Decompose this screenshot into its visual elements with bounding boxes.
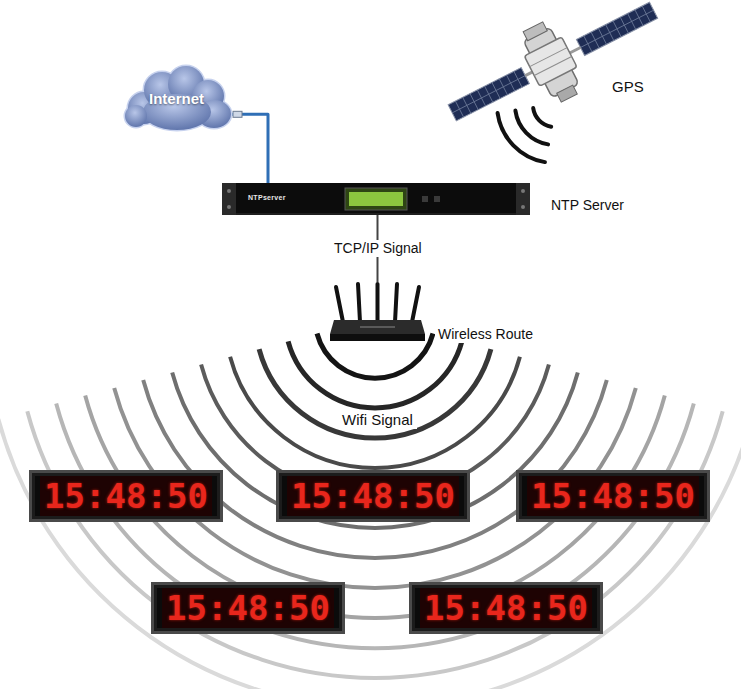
wifi-arc: [56, 403, 694, 648]
rect-shape: [360, 326, 395, 328]
rect-shape: [557, 85, 578, 102]
line-shape: [452, 76, 525, 113]
circle-shape: [521, 205, 525, 209]
digital-clock: 15:48:50: [276, 470, 470, 522]
clock-time: 15:48:50: [162, 588, 334, 629]
gps-wave: [515, 111, 548, 145]
cable-plug: [233, 111, 242, 117]
line-shape: [236, 214, 516, 215]
rect-shape: [516, 183, 530, 215]
line-shape: [534, 56, 571, 75]
rect-shape: [349, 192, 403, 206]
rect-shape: [222, 183, 236, 215]
ntp-server: NTPserverNTP Server: [222, 183, 530, 215]
wifi-arc: [259, 349, 491, 438]
rect-shape: [345, 188, 407, 210]
wifi-arc: [230, 357, 520, 468]
clock-time: 15:48:50: [40, 476, 212, 517]
g-shape: [336, 284, 419, 322]
wifi-arc: [143, 380, 607, 558]
digital-clock: 15:48:50: [409, 582, 603, 634]
cloud-label: Internet: [149, 90, 204, 108]
rect-shape: [448, 68, 529, 121]
rect-shape: [523, 22, 547, 41]
cloud-outline: [125, 66, 231, 130]
line-shape: [395, 284, 397, 322]
rect-shape: [222, 183, 530, 215]
circle-shape: [521, 189, 525, 193]
line-shape: [581, 10, 654, 47]
circle-shape: [125, 105, 147, 127]
rect-shape: [422, 196, 428, 202]
cloud-fill: [125, 66, 231, 130]
circle-shape: [227, 189, 231, 193]
path-shape: [330, 320, 425, 334]
digital-clock: 15:48:50: [516, 470, 710, 522]
server-label: NTP Server: [548, 197, 627, 214]
line-shape: [530, 48, 567, 67]
network-cable: [232, 114, 268, 183]
rect-shape: [576, 2, 657, 55]
router-drawing: [330, 282, 425, 344]
line-shape: [336, 287, 343, 322]
wifi-arc: [317, 334, 433, 379]
wireless-router: Wireless Route: [330, 282, 425, 344]
rect-shape: [524, 37, 577, 86]
clock-time: 15:48:50: [527, 476, 699, 517]
circle-shape: [227, 205, 231, 209]
digital-clock: 15:48:50: [29, 470, 223, 522]
line-shape: [412, 287, 419, 322]
internet-cloud: Internet: [122, 64, 232, 132]
wifi-arc: [288, 341, 462, 408]
wifi-arc: [0, 419, 741, 689]
clock-time: 15:48:50: [287, 476, 459, 517]
rect-shape: [330, 334, 425, 341]
gps-label: GPS: [610, 78, 646, 96]
rect-shape: [434, 196, 440, 202]
clock-time: 15:48:50: [420, 588, 592, 629]
wifi-arc: [27, 411, 722, 678]
circle-shape: [125, 105, 147, 127]
edge-label: TCP/IP Signal: [330, 240, 426, 257]
signal-label: Wifi Signal: [338, 411, 417, 429]
gps-wave: [498, 113, 545, 162]
line-shape: [376, 284, 380, 322]
device-brand: NTPserver: [248, 194, 286, 202]
gps-satellite: GPS: [440, 4, 665, 124]
line-shape: [358, 284, 360, 322]
router-label: Wireless Route: [435, 326, 536, 343]
digital-clock: 15:48:50: [151, 582, 345, 634]
satellite-drawing: [440, 4, 665, 124]
g-shape: [434, 0, 672, 148]
gps-wave: [533, 108, 551, 127]
